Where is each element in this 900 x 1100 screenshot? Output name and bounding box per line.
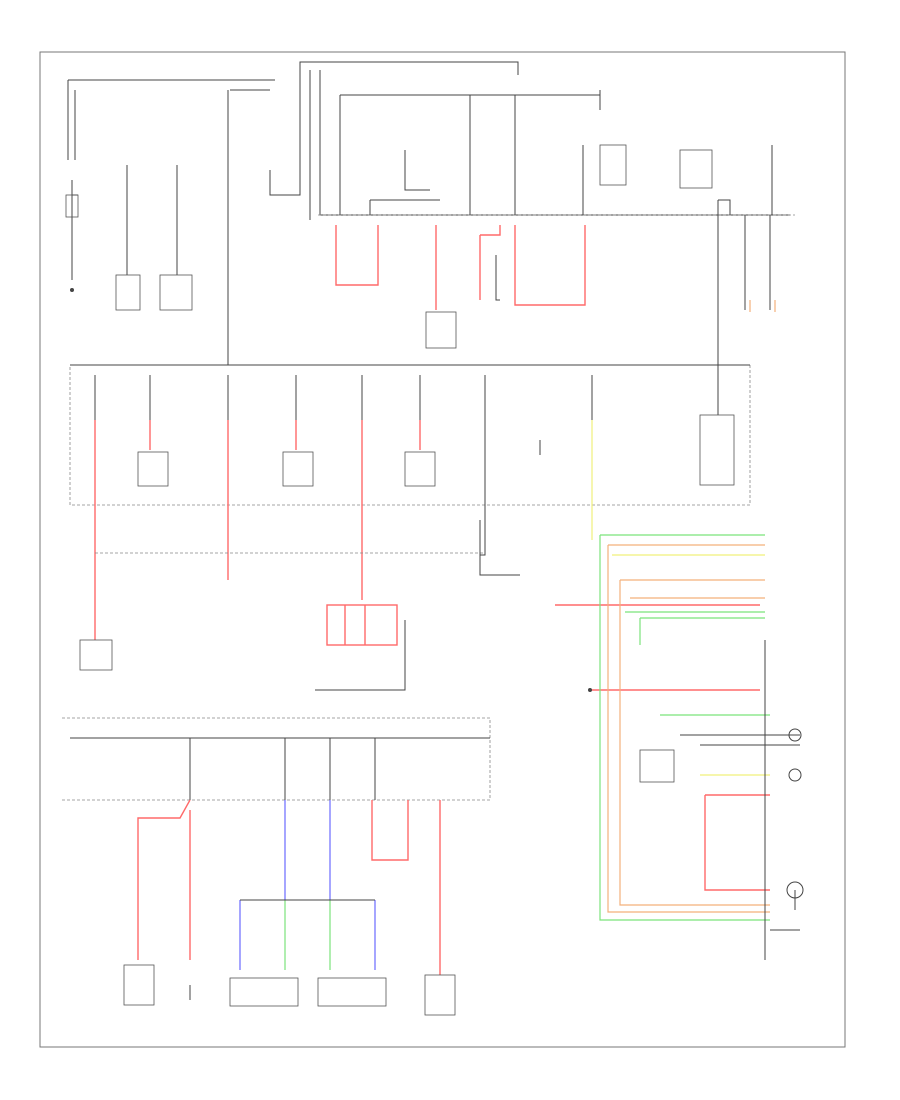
green-wire-c bbox=[639, 617, 770, 716]
bottom-box-2 bbox=[229, 977, 299, 1007]
orange-wire-b bbox=[619, 579, 770, 906]
bottom-box-4 bbox=[424, 974, 456, 1016]
red-loop-4 bbox=[514, 225, 586, 306]
indicator-2 bbox=[788, 768, 802, 782]
fuse-relay-2 bbox=[679, 149, 713, 189]
underhood-fuse-box bbox=[318, 90, 795, 415]
sensor-box bbox=[639, 749, 675, 783]
red-wire-right bbox=[704, 794, 770, 891]
orange-wire-a bbox=[607, 544, 770, 913]
red-wire-bottom-1 bbox=[137, 799, 191, 960]
secondary-fuse-box bbox=[62, 717, 491, 1016]
generator-box bbox=[159, 274, 193, 311]
battery-symbol bbox=[65, 194, 79, 218]
green-wire-a bbox=[599, 534, 770, 921]
red-loop-1 bbox=[335, 225, 379, 286]
signal-bundle bbox=[599, 534, 804, 960]
underdash-fuse-box bbox=[69, 364, 751, 640]
red-wires-mid bbox=[149, 420, 421, 600]
battery-section bbox=[65, 61, 790, 365]
diagram-frame bbox=[39, 51, 846, 1048]
blue-wires bbox=[239, 800, 376, 970]
red-wire-bottom-3 bbox=[371, 800, 441, 975]
module-box-4 bbox=[699, 414, 735, 486]
fuse-relay-1 bbox=[599, 144, 627, 186]
starter-box bbox=[115, 274, 141, 311]
load-box-left bbox=[79, 639, 113, 671]
bottom-box-1 bbox=[123, 964, 155, 1006]
green-wires bbox=[284, 900, 331, 970]
indicator-1 bbox=[788, 728, 802, 742]
module-box-1 bbox=[137, 451, 169, 487]
middle-loads bbox=[79, 604, 760, 692]
bottom-box-3 bbox=[317, 977, 387, 1007]
module-box-3 bbox=[404, 451, 436, 487]
underdash-box-outline bbox=[69, 364, 751, 506]
relay-box-a bbox=[425, 311, 457, 349]
red-relay-block bbox=[326, 604, 398, 646]
module-box-2 bbox=[282, 451, 314, 487]
red-wire-3 bbox=[479, 225, 501, 300]
